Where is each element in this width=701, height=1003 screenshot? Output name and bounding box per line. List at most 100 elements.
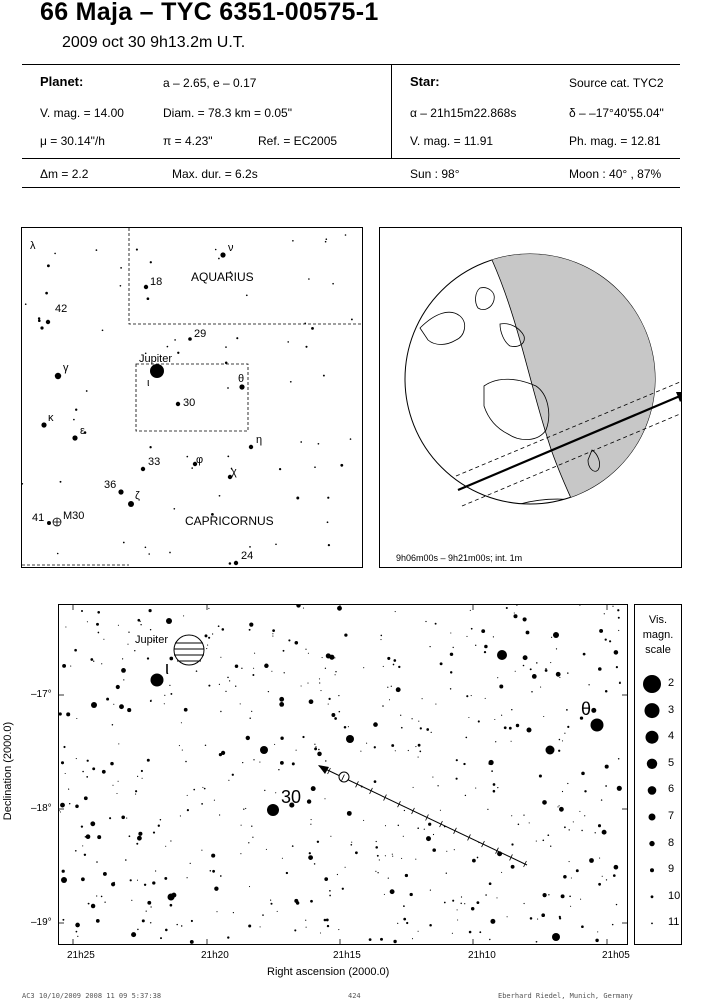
field-star [344, 234, 347, 236]
field-star [390, 685, 392, 687]
field-star [598, 667, 602, 671]
field-star [280, 761, 284, 765]
field-star [355, 851, 358, 855]
field-star [417, 756, 419, 758]
field-star [249, 622, 254, 627]
field-star [308, 699, 314, 705]
field-star [334, 674, 336, 676]
field-star [140, 769, 143, 773]
field-star [83, 796, 88, 801]
field-star [289, 380, 292, 383]
field-star [186, 809, 189, 812]
field-star [378, 859, 380, 861]
label-kappa: κ [48, 412, 54, 424]
field-star [455, 777, 458, 780]
field-star [495, 741, 497, 743]
field-star [228, 779, 230, 781]
scale-label-mag-10: 10 [668, 889, 681, 902]
field-star [276, 910, 278, 912]
field-star [322, 374, 325, 377]
field-star [455, 759, 458, 762]
field-star [146, 657, 150, 660]
field-star [332, 282, 334, 285]
field-star [605, 879, 608, 881]
field-star [93, 660, 95, 662]
field-star [428, 822, 432, 826]
field-star [558, 917, 562, 920]
field-star [87, 902, 90, 905]
field-star [465, 736, 468, 739]
field-star [609, 640, 612, 643]
field-star [513, 614, 518, 619]
field-star [54, 252, 56, 255]
continent-australia [483, 378, 550, 440]
field-star [37, 317, 41, 320]
label-lambda: λ [30, 240, 36, 252]
field-star [305, 919, 307, 921]
field-star [278, 768, 280, 771]
field-star [65, 626, 67, 628]
field-star [152, 831, 156, 834]
field-star [245, 294, 248, 297]
field-star [204, 634, 208, 638]
label-nu: ν [228, 242, 234, 254]
label-aquarius: AQUARIUS [191, 270, 254, 284]
field-star [497, 786, 499, 789]
field-star [165, 845, 167, 847]
field-star [453, 849, 455, 851]
field-star [166, 345, 169, 348]
field-star [291, 762, 295, 766]
field-star [60, 802, 65, 808]
field-star [494, 718, 496, 721]
planet-diameter: Diam. = 78.3 km = 0.05" [163, 106, 292, 120]
x-axis-label: Right ascension (2000.0) [267, 966, 390, 978]
field-star [154, 870, 157, 872]
field-star [402, 835, 404, 837]
field-star [186, 794, 188, 796]
field-star [540, 686, 542, 688]
field-star [281, 857, 283, 859]
field-star [295, 901, 300, 905]
field-star [74, 648, 77, 652]
field-star [190, 919, 193, 923]
field-star [139, 620, 141, 622]
field-star [293, 790, 295, 792]
path-limit-south [461, 413, 681, 507]
field-star [180, 925, 183, 927]
star-phi [192, 461, 198, 467]
field-star [137, 775, 139, 777]
field-star [411, 938, 414, 940]
field-star [618, 681, 621, 685]
field-star [423, 828, 425, 830]
background-stars [58, 603, 622, 944]
field-star [278, 467, 282, 471]
field-star [435, 703, 437, 705]
field-star [271, 670, 273, 672]
field-star [128, 835, 131, 838]
field-star [314, 466, 316, 469]
chart-label-jupiter: Jupiter [135, 634, 168, 646]
field-star [221, 750, 226, 755]
field-star [568, 829, 570, 831]
scale-dot-mag-6 [647, 786, 657, 795]
field-star [129, 879, 132, 882]
field-star [463, 762, 466, 766]
field-star [324, 877, 329, 881]
field-star [542, 800, 547, 805]
field-star [21, 482, 24, 485]
field-star [157, 824, 160, 827]
field-star [147, 900, 152, 905]
field-star [296, 603, 301, 608]
field-star [125, 859, 127, 861]
field-star [558, 749, 561, 752]
field-star [230, 467, 233, 470]
field-star [279, 696, 285, 702]
field-star [589, 858, 594, 863]
field-star [325, 760, 327, 762]
field-star [469, 609, 471, 611]
field-star [216, 911, 218, 913]
field-star [398, 665, 401, 669]
field-star [338, 710, 341, 713]
star-42 [45, 319, 51, 325]
field-star [259, 926, 261, 928]
